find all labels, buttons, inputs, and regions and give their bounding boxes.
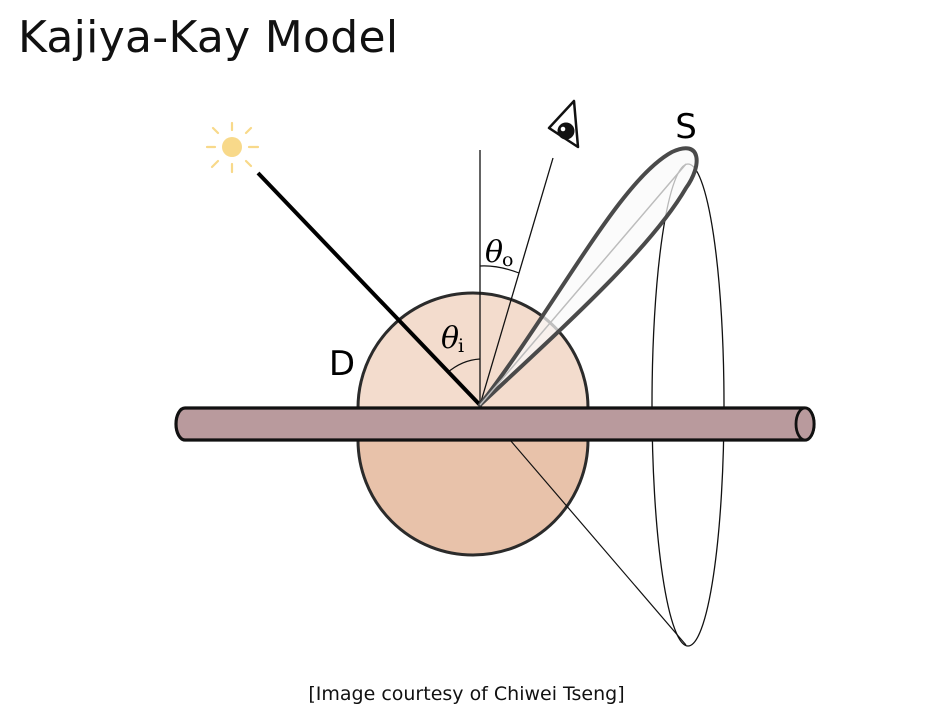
specular-cone-lower-edge: [479, 404, 687, 646]
diffuse-label: D: [329, 344, 355, 384]
diffuse-sphere-outline-top: [356, 291, 590, 409]
specular-label: S: [675, 107, 697, 147]
theta-i-symbol: θ: [441, 321, 459, 356]
hair-fiber: [174, 406, 816, 442]
theta-o-label: θ o: [485, 235, 513, 271]
light-ray: [256, 171, 482, 407]
diffuse-sphere-outline-bottom: [356, 439, 590, 557]
eye-icon: [547, 99, 580, 149]
image-credit-caption: [Image courtesy of Chiwei Tseng]: [308, 683, 625, 705]
theta-o-subscript: o: [502, 249, 513, 271]
sun-icon: [205, 121, 260, 174]
diffuse-sphere-top: [358, 293, 588, 408]
theta-i-label: θ i: [441, 321, 464, 357]
view-direction-line: [479, 157, 554, 406]
diffuse-sphere-bottom: [358, 440, 588, 555]
theta-i-subscript: i: [458, 335, 464, 357]
specular-lobe-axis: [479, 163, 687, 406]
specular-cone-ellipse: [651, 163, 725, 647]
slide-title: Kajiya-Kay Model: [18, 12, 399, 63]
theta-o-symbol: θ: [485, 235, 503, 270]
theta-o-arc: [479, 265, 520, 274]
